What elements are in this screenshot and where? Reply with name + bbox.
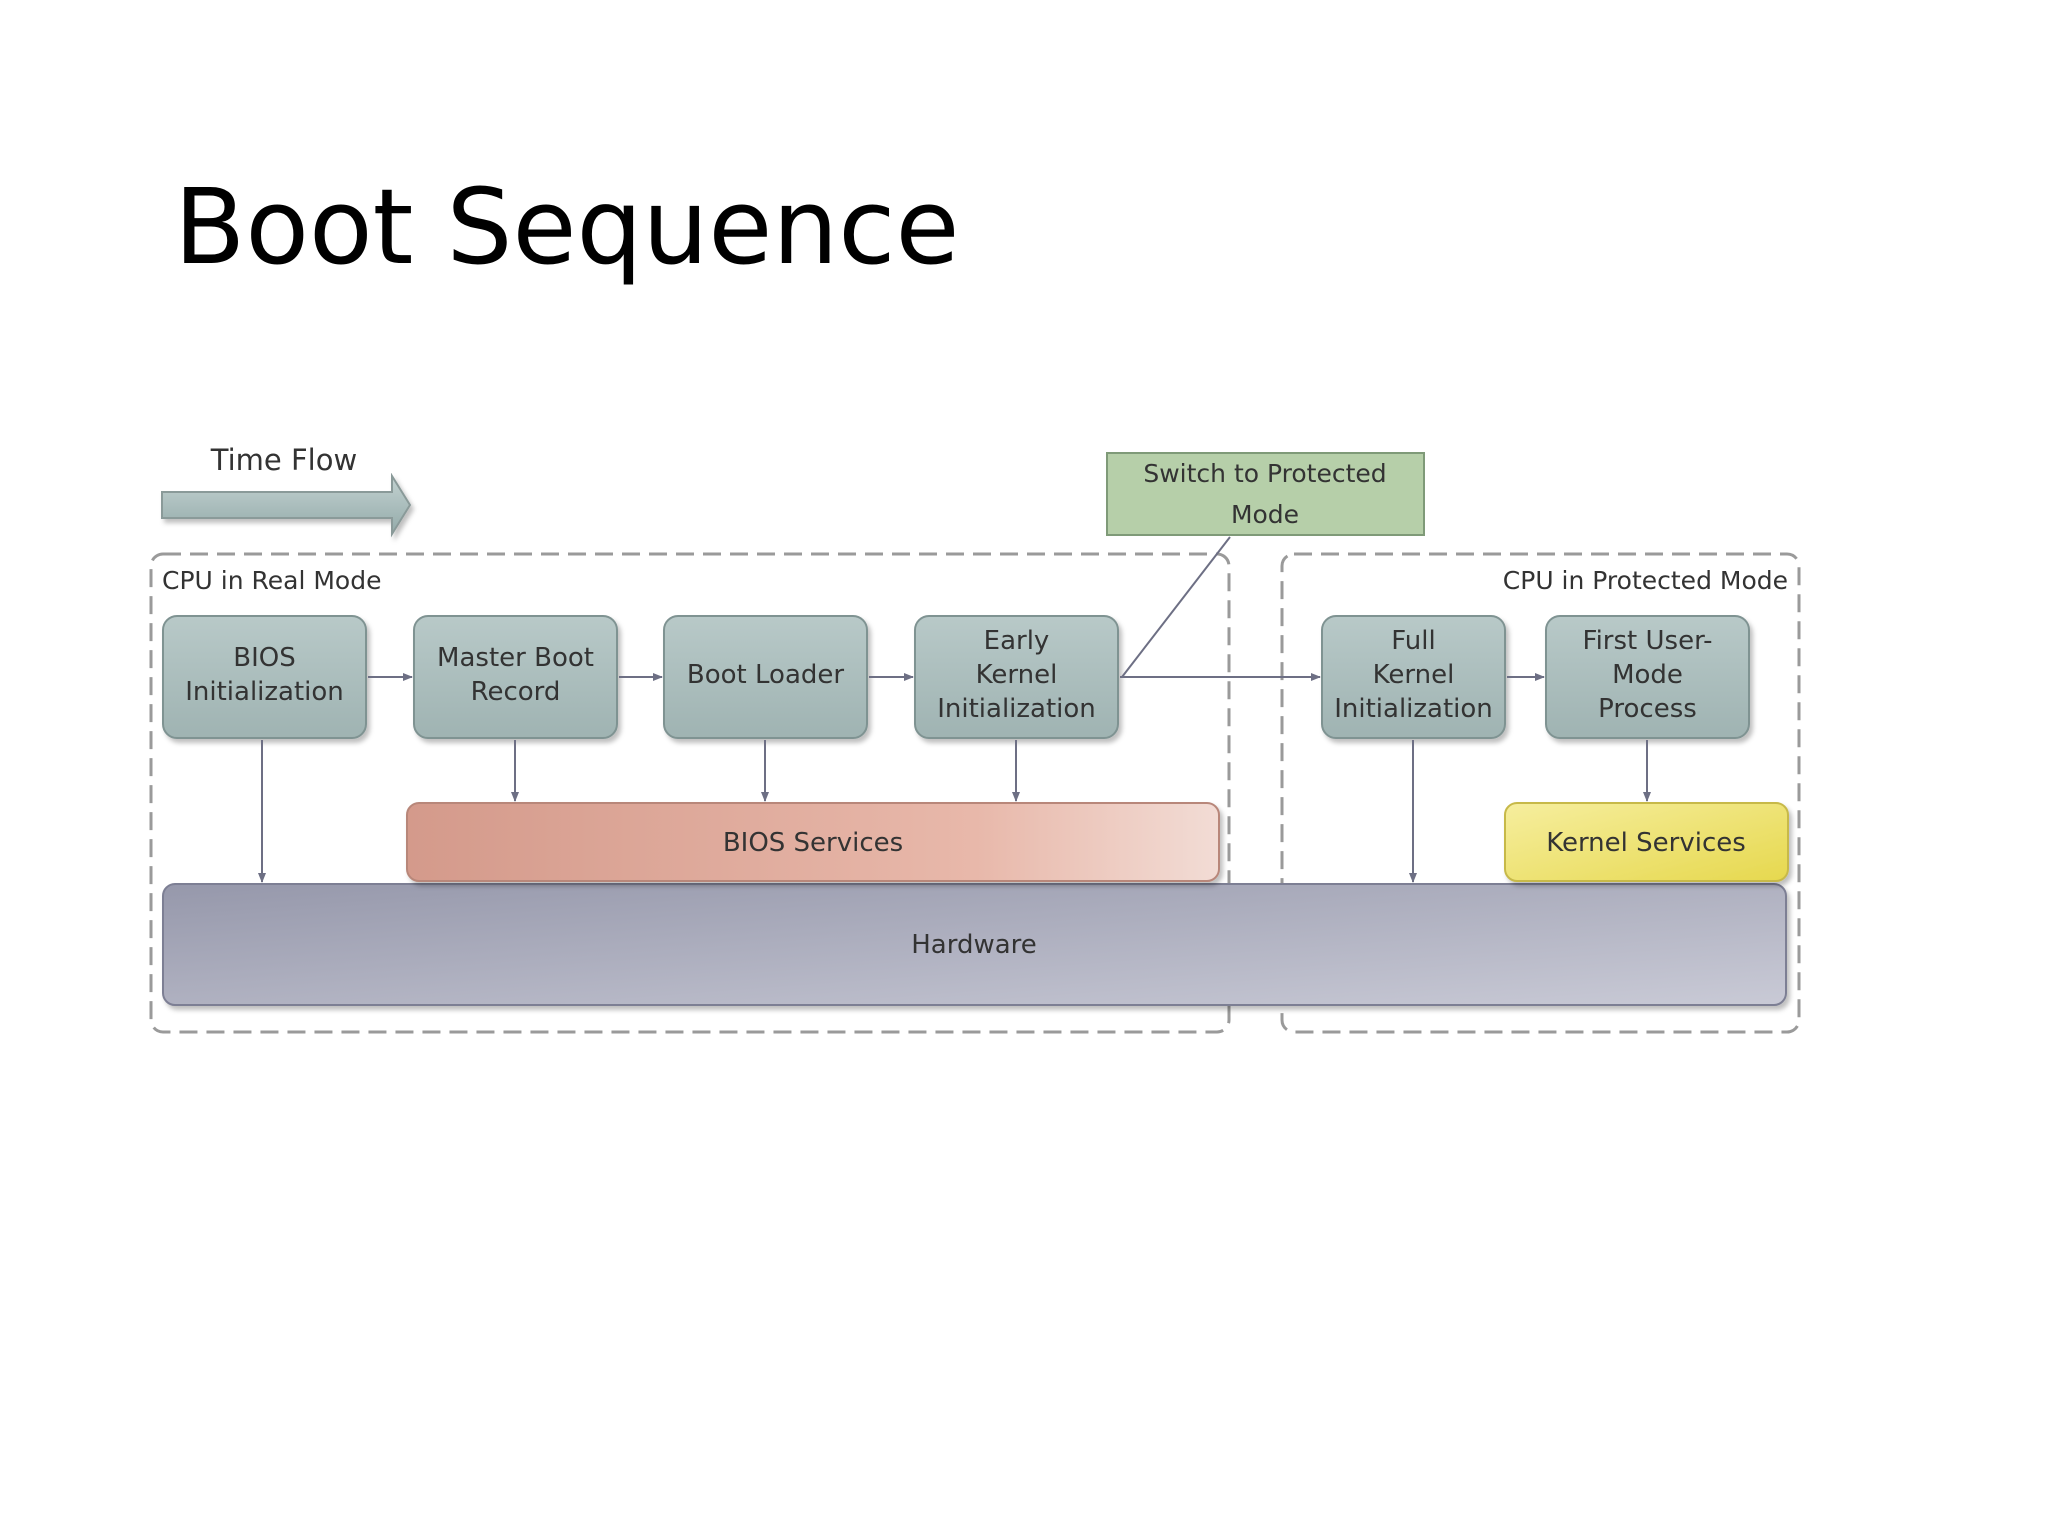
service-connectors (258, 740, 1651, 883)
callout-pointer (1121, 536, 1231, 678)
svg-text:BIOS Services: BIOS Services (723, 828, 903, 858)
time-flow-label: Time Flow (210, 443, 357, 477)
svg-text:BIOS: BIOS (233, 643, 295, 673)
svg-text:Record: Record (471, 677, 561, 707)
protected-mode-callout: Switch to Protected Mode (1106, 452, 1425, 536)
svg-text:Full: Full (1391, 626, 1435, 656)
svg-text:Initialization: Initialization (1334, 694, 1493, 724)
svg-text:Initialization: Initialization (937, 694, 1096, 724)
svg-text:Process: Process (1598, 694, 1697, 724)
stage-bios-init: BIOS Initialization (162, 615, 367, 739)
svg-text:Hardware: Hardware (911, 930, 1037, 960)
svg-text:Kernel Services: Kernel Services (1546, 828, 1746, 858)
svg-text:Switch to Protected: Switch to Protected (1143, 459, 1386, 488)
protected-mode-zone (1280, 552, 1801, 1034)
stage-boot-loader: Boot Loader (663, 615, 868, 739)
hardware-layer: Hardware (162, 883, 1787, 1006)
real-mode-zone-label: CPU in Real Mode (162, 566, 381, 595)
svg-text:Initialization: Initialization (185, 677, 344, 707)
real-mode-zone (149, 552, 1231, 1034)
bios-services-layer: BIOS Services (406, 802, 1220, 882)
svg-text:Early: Early (984, 626, 1050, 656)
stage-first-user-mode-process: First User- Mode Process (1545, 615, 1750, 739)
svg-text:Kernel: Kernel (1373, 660, 1455, 690)
time-flow-arrow-icon (161, 472, 412, 538)
svg-text:Master Boot: Master Boot (437, 643, 594, 673)
kernel-services-layer: Kernel Services (1504, 802, 1789, 882)
svg-text:Kernel: Kernel (976, 660, 1058, 690)
protected-mode-zone-label: CPU in Protected Mode (1503, 566, 1788, 595)
svg-text:First User-: First User- (1583, 626, 1713, 656)
svg-text:Mode: Mode (1231, 500, 1299, 529)
stage-master-boot-record: Master Boot Record (413, 615, 618, 739)
page-title: Boot Sequence (174, 166, 960, 288)
svg-text:Boot Loader: Boot Loader (687, 660, 844, 690)
stage-early-kernel-init: Early Kernel Initialization (914, 615, 1119, 739)
stage-full-kernel-init: Full Kernel Initialization (1321, 615, 1506, 739)
svg-text:Mode: Mode (1612, 660, 1683, 690)
